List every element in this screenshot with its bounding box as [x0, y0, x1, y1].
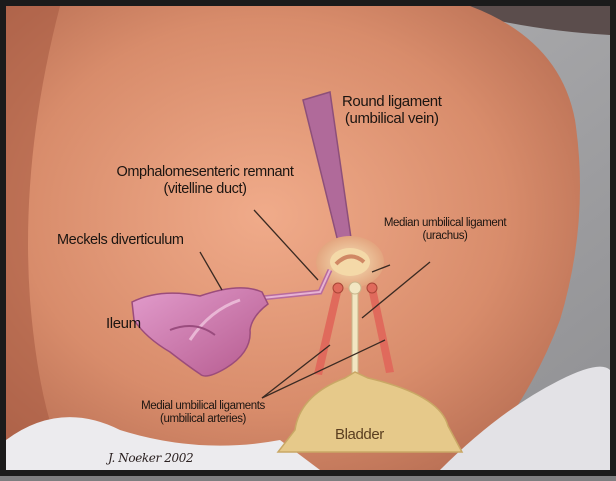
- artist-signature: J. Noeker 2002: [108, 452, 193, 466]
- medial-umbilical-label: Medial umbilical ligaments (umbilical ar…: [124, 400, 282, 426]
- omphalomesenteric-title: Omphalomesenteric remnant: [105, 164, 305, 181]
- median-umbilical-title: Median umbilical ligament: [370, 217, 520, 230]
- medial-umbilical-title: Medial umbilical ligaments: [124, 400, 282, 413]
- bladder-label: Bladder: [335, 426, 384, 443]
- ileum-label: Ileum: [106, 315, 141, 332]
- left-artery-top: [333, 283, 343, 293]
- round-ligament-label: Round ligament (umbilical vein): [342, 93, 441, 128]
- right-artery-top: [367, 283, 377, 293]
- omphalomesenteric-label: Omphalomesenteric remnant (vitelline duc…: [105, 164, 305, 197]
- urachus-top: [349, 282, 361, 294]
- omphalomesenteric-subtitle: (vitelline duct): [105, 181, 305, 198]
- median-umbilical-label: Median umbilical ligament (urachus): [370, 217, 520, 243]
- medial-umbilical-subtitle: (umbilical arteries): [124, 413, 282, 426]
- meckels-label: Meckels diverticulum: [57, 232, 184, 249]
- median-umbilical-subtitle: (urachus): [370, 230, 520, 243]
- urachus-shape: [352, 285, 358, 375]
- round-ligament-subtitle: (umbilical vein): [342, 110, 441, 127]
- round-ligament-title: Round ligament: [342, 93, 441, 110]
